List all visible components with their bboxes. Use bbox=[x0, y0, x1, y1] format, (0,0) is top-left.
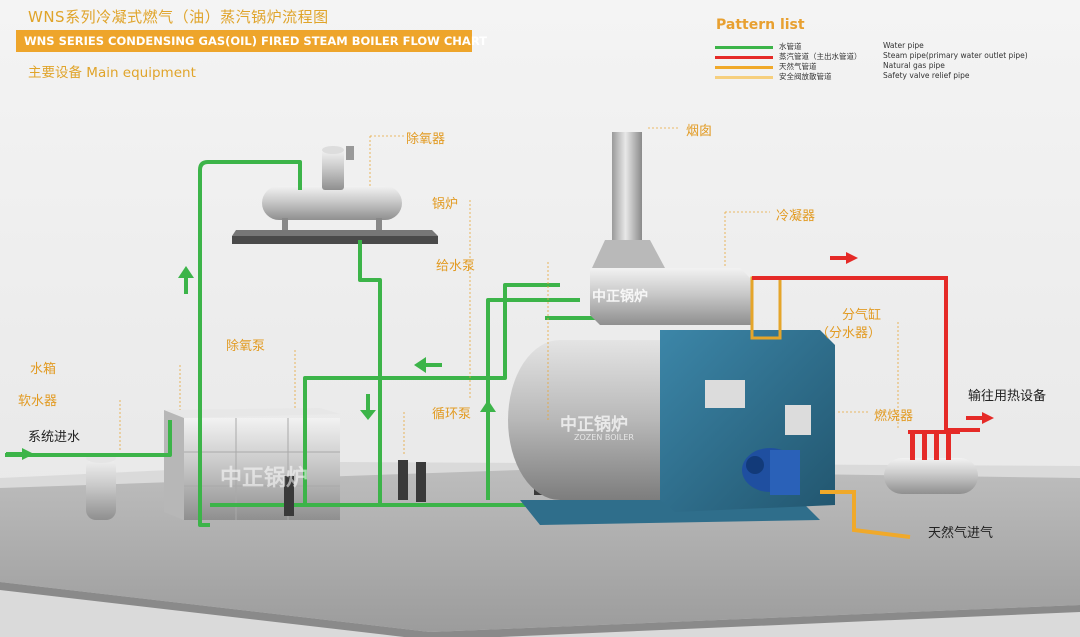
legend-line-steam bbox=[715, 56, 773, 59]
gas-pipe bbox=[820, 490, 911, 539]
legend-label-cn: 天然气管道 bbox=[779, 62, 817, 71]
label-circulation-pump: 循环泵 bbox=[432, 407, 472, 422]
brand-logo-tank: 中正锅炉 bbox=[220, 466, 309, 491]
legend-label-en: Water pipe bbox=[883, 41, 924, 50]
page-title-en: WNS SERIES CONDENSING GAS(OIL) FIRED STE… bbox=[16, 30, 487, 52]
flow-arrows bbox=[6, 266, 496, 460]
label-boiler: 锅炉 bbox=[432, 197, 459, 212]
steam-header-unit bbox=[884, 430, 978, 494]
burner-unit bbox=[742, 448, 800, 495]
legend-label-en: Steam pipe(primary water outlet pipe) bbox=[883, 51, 1028, 60]
legend-line-water bbox=[715, 46, 773, 49]
softener-unit bbox=[86, 453, 116, 520]
label-system-inlet: 系统进水 bbox=[28, 430, 81, 445]
legend-label-cn: 安全阀放散管道 bbox=[779, 72, 832, 81]
leader-lines bbox=[119, 127, 899, 455]
legend-label-cn: 水管道 bbox=[779, 42, 802, 51]
brand-logo-condenser: 中正锅炉 bbox=[592, 289, 648, 305]
label-condenser: 冷凝器 bbox=[776, 209, 816, 224]
label-feed-pump: 给水泵 bbox=[436, 259, 476, 274]
chimney-unit bbox=[592, 132, 665, 268]
legend-label-en: Natural gas pipe bbox=[883, 61, 945, 70]
brand-logo-boiler: 中正锅炉 bbox=[560, 415, 628, 435]
label-to-heating-equipment: 输往用热设备 bbox=[968, 389, 1047, 404]
boiler-front-panel bbox=[660, 330, 835, 512]
label-steam-header-alt: （分水器） bbox=[816, 326, 882, 341]
legend-line-gas bbox=[715, 66, 773, 69]
legend-label-en: Safety valve relief pipe bbox=[883, 71, 970, 80]
water-pipes bbox=[5, 160, 612, 527]
main-equipment-heading: 主要设备 Main equipment bbox=[28, 65, 196, 81]
label-water-tank: 水箱 bbox=[30, 362, 57, 377]
label-gas-inlet: 天然气进气 bbox=[928, 526, 994, 541]
label-steam-header: 分气缸 bbox=[842, 308, 882, 323]
page-title-cn: WNS系列冷凝式燃气（油）蒸汽锅炉流程图 bbox=[28, 8, 329, 26]
legend-line-relief bbox=[715, 76, 773, 79]
floor-edge bbox=[0, 582, 1080, 637]
label-burner: 燃烧器 bbox=[874, 409, 914, 424]
label-chimney: 烟囱 bbox=[686, 124, 713, 139]
legend-title: Pattern list bbox=[716, 17, 805, 33]
label-deaerator: 除氧器 bbox=[406, 132, 446, 147]
brand-logo-boiler-en: ZOZEN BOILER bbox=[574, 433, 634, 442]
label-softener: 软水器 bbox=[18, 394, 58, 409]
label-deaerator-pump: 除氧泵 bbox=[226, 339, 266, 354]
legend-label-cn: 蒸汽管道（主出水管道） bbox=[779, 52, 862, 61]
deaerator-unit bbox=[232, 146, 438, 244]
